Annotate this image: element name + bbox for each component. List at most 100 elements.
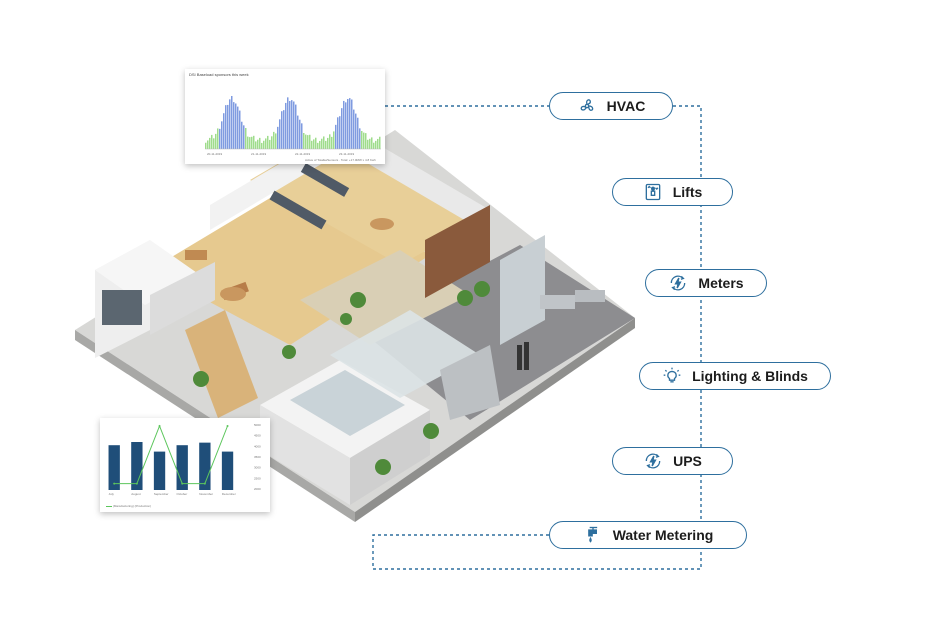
- system-label-water: Water Metering: [612, 527, 714, 543]
- energy-bar: [355, 113, 357, 149]
- energy-bar: [345, 102, 347, 149]
- system-pill-lighting[interactable]: Lighting & Blinds: [639, 362, 831, 390]
- production-x-tick: October: [177, 492, 188, 496]
- energy-bar: [335, 124, 337, 149]
- energy-bar-chart: 20-11-2019 21-11-2019 22-11-2019 23-11-2019: [205, 96, 381, 156]
- system-label-hvac: HVAC: [606, 98, 646, 114]
- energy-bar: [371, 137, 373, 149]
- production-y-tick: 3000: [254, 466, 261, 470]
- energy-bar: [341, 108, 343, 149]
- energy-x-tick: 20-11-2019: [207, 152, 222, 156]
- energy-bar: [311, 140, 313, 149]
- energy-bar: [239, 110, 241, 149]
- energy-bar: [361, 131, 363, 149]
- energy-bar: [255, 141, 257, 149]
- energy-bar: [297, 115, 299, 149]
- energy-bar: [241, 121, 243, 149]
- energy-bar: [215, 133, 217, 149]
- energy-bar: [347, 99, 349, 149]
- energy-bar: [259, 137, 261, 149]
- energy-bar: [221, 121, 223, 149]
- production-y-tick: 3500: [254, 455, 261, 459]
- production-x-tick: September: [154, 492, 169, 496]
- production-y-tick: 5000: [254, 423, 261, 427]
- energy-bar: [281, 111, 283, 149]
- production-x-tick: August: [131, 492, 141, 496]
- system-pill-ups[interactable]: UPS: [612, 447, 733, 475]
- energy-bar: [309, 134, 311, 149]
- system-label-lighting: Lighting & Blinds: [692, 368, 808, 384]
- energy-bar: [235, 103, 237, 149]
- energy-bar: [373, 142, 375, 149]
- energy-bar: [265, 138, 267, 149]
- production-line-point: [226, 425, 229, 427]
- energy-bar: [367, 139, 369, 149]
- production-x-tick: July: [109, 492, 115, 496]
- energy-bar: [331, 136, 333, 149]
- system-label-meters: Meters: [698, 275, 744, 291]
- energy-bar: [299, 119, 301, 149]
- energy-bar: [277, 126, 279, 149]
- energy-bar: [275, 133, 277, 149]
- energy-bar: [363, 132, 365, 149]
- energy-bar: [325, 140, 327, 149]
- production-y-tick: 4500: [254, 434, 261, 438]
- energy-bar: [269, 139, 271, 149]
- system-pill-meters[interactable]: Meters: [645, 269, 767, 297]
- energy-bar: [295, 104, 297, 149]
- energy-bar: [225, 105, 227, 149]
- energy-bar: [243, 125, 245, 149]
- energy-chart-legend: Active of TotalkwSensors · Total: +17.0M…: [305, 158, 376, 162]
- production-bar: [131, 442, 143, 490]
- energy-bar: [229, 99, 231, 149]
- energy-bar: [359, 128, 361, 149]
- energy-bar: [343, 100, 345, 149]
- energy-bar: [231, 96, 233, 149]
- energy-bar: [291, 100, 293, 149]
- energy-bar: [329, 134, 331, 149]
- energy-bar: [267, 135, 269, 149]
- energy-bar: [305, 134, 307, 149]
- fan-icon: [580, 99, 593, 111]
- production-line-point: [135, 482, 138, 485]
- energy-bar: [245, 128, 247, 149]
- system-pill-water[interactable]: Water Metering: [549, 521, 747, 549]
- energy-bar: [223, 113, 225, 149]
- energy-bar: [249, 137, 251, 149]
- system-pill-hvac[interactable]: HVAC: [549, 92, 673, 120]
- energy-x-tick: 22-11-2019: [295, 152, 310, 156]
- energy-x-tick: 21-11-2019: [251, 152, 266, 156]
- energy-bar: [377, 138, 379, 149]
- system-pill-lifts[interactable]: Lifts: [612, 178, 733, 206]
- energy-x-tick: 23-11-2019: [339, 152, 354, 156]
- energy-bar: [337, 117, 339, 149]
- energy-bar: [339, 116, 341, 149]
- production-line-point: [113, 482, 116, 485]
- energy-bar: [233, 102, 235, 149]
- energy-bar: [289, 101, 291, 149]
- energy-bar: [251, 136, 253, 149]
- legend-line-marker: [106, 505, 112, 507]
- energy-bar: [217, 128, 219, 149]
- energy-bar: [261, 142, 263, 149]
- energy-bar: [319, 140, 321, 149]
- ups-bolt-icon: [645, 453, 661, 469]
- energy-bar: [375, 140, 377, 149]
- production-y-tick: 4000: [254, 444, 261, 448]
- energy-bar: [293, 101, 295, 149]
- energy-bar: [303, 133, 305, 149]
- energy-bar: [313, 139, 315, 149]
- production-line-point: [158, 425, 161, 427]
- energy-bar: [323, 136, 325, 149]
- production-bar: [153, 451, 166, 490]
- production-bar: [108, 445, 120, 490]
- production-bar: [176, 445, 188, 490]
- light-bulb-icon: [663, 367, 681, 383]
- energy-bar: [353, 109, 355, 149]
- water-tap-icon: [587, 526, 597, 543]
- production-line: [114, 424, 228, 485]
- energy-bar: [271, 136, 273, 149]
